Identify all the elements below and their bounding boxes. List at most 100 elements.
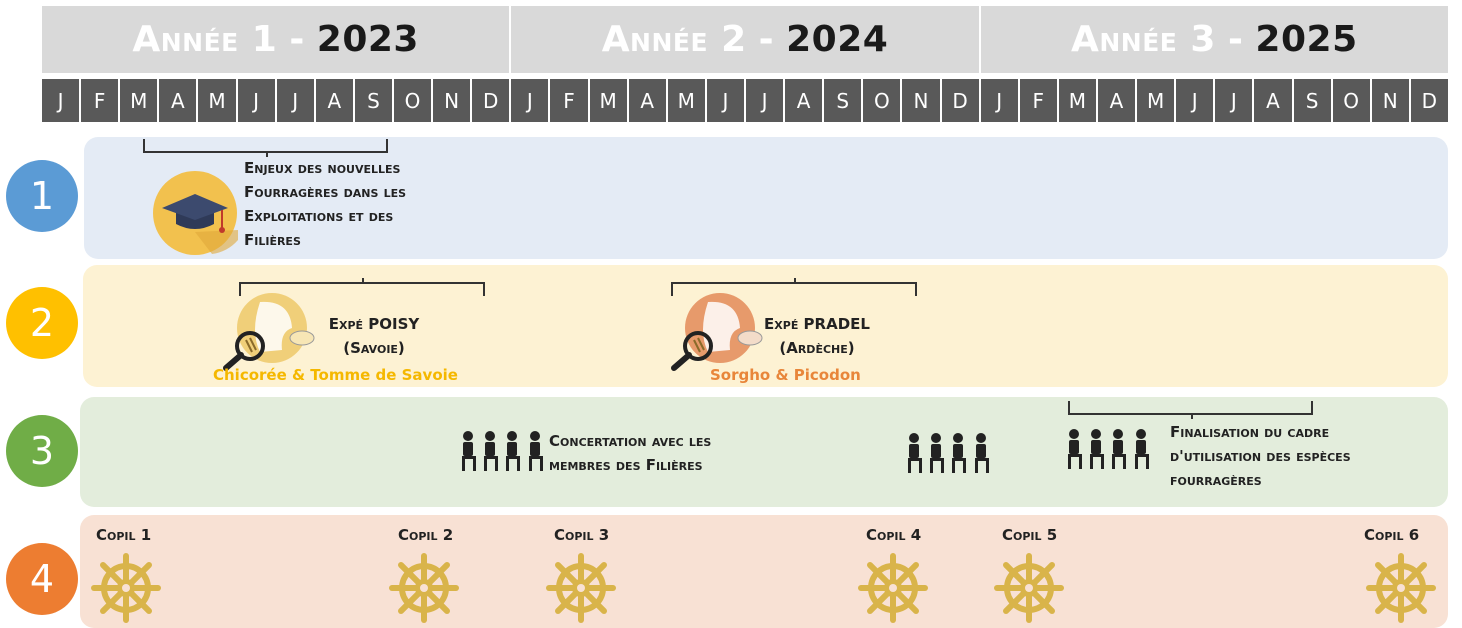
row1-line: Fourragères dans les xyxy=(244,183,407,201)
month-cell: J xyxy=(237,79,277,122)
month-cell: J xyxy=(42,79,82,122)
month-cell: J xyxy=(1176,79,1216,122)
row-band-3 xyxy=(80,397,1448,507)
year-cell-3: Année 3 - 2025 xyxy=(980,6,1448,73)
ship-wheel-icon xyxy=(994,553,1064,623)
month-cell: D xyxy=(941,79,981,122)
year-label: Année 1 xyxy=(132,19,278,60)
pradel-text: Expé PRADEL (Ardèche) xyxy=(760,312,874,360)
meeting-people-icon xyxy=(1068,429,1149,469)
month-cell: O xyxy=(1332,79,1372,122)
month-cell: A xyxy=(785,79,825,122)
year-header: Année 1 - 2023 Année 2 - 2024 Année 3 - … xyxy=(42,6,1448,73)
pradel-subtitle: Sorgho & Picodon xyxy=(710,366,861,384)
month-cell: D xyxy=(1410,79,1448,122)
row-number-badge-1: 1 xyxy=(6,160,78,232)
row-number-badge-2: 2 xyxy=(6,287,78,359)
month-cell: J xyxy=(745,79,786,122)
cheese-magnifier-icon xyxy=(671,293,763,371)
month-cell: J xyxy=(1215,79,1255,122)
pradel-title: Expé PRADEL xyxy=(764,315,870,333)
month-cell: M xyxy=(1058,79,1098,122)
year-number: 2023 xyxy=(316,19,419,60)
year-label: Année 2 xyxy=(601,19,747,60)
concertation-text: Concertation avec les membres des Filièr… xyxy=(549,429,711,477)
month-cell: F xyxy=(81,79,121,122)
row1-text: Enjeux des nouvelles Fourragères dans le… xyxy=(244,156,406,252)
finalisation-line: Finalisation du cadre xyxy=(1170,423,1330,441)
row-band-1 xyxy=(84,137,1448,259)
month-cell: F xyxy=(550,79,590,122)
month-cell: N xyxy=(1371,79,1411,122)
month-cell: N xyxy=(433,79,473,122)
year-number: 2025 xyxy=(1255,19,1358,60)
row-number-badge-3: 3 xyxy=(6,415,78,487)
timeline-bracket xyxy=(671,278,917,296)
month-cell: M xyxy=(120,79,160,122)
month-cell: D xyxy=(472,79,512,122)
year-separator: - xyxy=(758,19,775,60)
copil-label-6: Copil 6 xyxy=(1364,526,1420,544)
month-cell: J xyxy=(980,79,1020,122)
meeting-people-icon xyxy=(462,431,543,471)
timeline-bracket xyxy=(1068,401,1313,419)
month-cell: J xyxy=(706,79,746,122)
copil-label-1: Copil 1 xyxy=(96,526,152,544)
month-cell: S xyxy=(824,79,864,122)
month-cell: A xyxy=(159,79,199,122)
month-cell: S xyxy=(354,79,394,122)
cheese-magnifier-icon xyxy=(223,293,315,371)
month-cell: M xyxy=(589,79,629,122)
year-label: Année 3 xyxy=(1071,19,1216,60)
copil-label-3: Copil 3 xyxy=(554,526,610,544)
month-cell: O xyxy=(863,79,903,122)
year-separator: - xyxy=(1227,19,1244,60)
ship-wheel-icon xyxy=(91,553,161,623)
timeline-bracket xyxy=(239,278,485,296)
year-separator: - xyxy=(289,19,305,60)
month-cell: M xyxy=(1137,79,1177,122)
ship-wheel-icon xyxy=(389,553,459,623)
copil-label-4: Copil 4 xyxy=(866,526,922,544)
month-cell: A xyxy=(628,79,668,122)
concertation-line: membres des Filières xyxy=(549,456,703,474)
poisy-text: Expé POISY (Savoie) xyxy=(322,312,426,360)
ship-wheel-icon xyxy=(1366,553,1436,623)
meeting-people-icon xyxy=(908,433,989,473)
month-cell: O xyxy=(393,79,434,122)
poisy-title: Expé POISY xyxy=(328,315,420,333)
copil-label-2: Copil 2 xyxy=(398,526,454,544)
month-cell: J xyxy=(276,79,316,122)
month-cell: S xyxy=(1293,79,1333,122)
copil-label-5: Copil 5 xyxy=(1002,526,1058,544)
timeline-bracket xyxy=(143,139,388,157)
ship-wheel-icon xyxy=(546,553,616,623)
concertation-line: Concertation avec les xyxy=(549,432,712,450)
month-cell: J xyxy=(511,79,551,122)
finalisation-text: Finalisation du cadre d'utilisation des … xyxy=(1170,420,1351,492)
month-cell: A xyxy=(1254,79,1294,122)
row1-line: Enjeux des nouvelles xyxy=(244,159,401,177)
month-cell: F xyxy=(1019,79,1059,122)
month-cell: A xyxy=(1097,79,1138,122)
month-cell: M xyxy=(667,79,707,122)
graduation-cap-icon xyxy=(153,171,238,255)
month-cell: M xyxy=(198,79,238,122)
finalisation-line: fourragères xyxy=(1170,471,1262,489)
row-band-2 xyxy=(83,265,1448,387)
row-number-badge-4: 4 xyxy=(6,543,78,615)
poisy-subtitle: Chicorée & Tomme de Savoie xyxy=(213,366,458,384)
month-cell: N xyxy=(902,79,942,122)
pradel-region: (Ardèche) xyxy=(779,339,855,357)
row1-line: Exploitations et des xyxy=(244,207,394,225)
row-band-4 xyxy=(80,515,1448,628)
month-cell: A xyxy=(315,79,355,122)
year-number: 2024 xyxy=(786,19,889,60)
row1-line: Filières xyxy=(244,231,301,249)
finalisation-line: d'utilisation des espèces xyxy=(1170,447,1351,465)
ship-wheel-icon xyxy=(858,553,928,623)
year-cell-1: Année 1 - 2023 xyxy=(42,6,512,73)
poisy-region: (Savoie) xyxy=(343,339,405,357)
year-cell-2: Année 2 - 2024 xyxy=(511,6,981,73)
